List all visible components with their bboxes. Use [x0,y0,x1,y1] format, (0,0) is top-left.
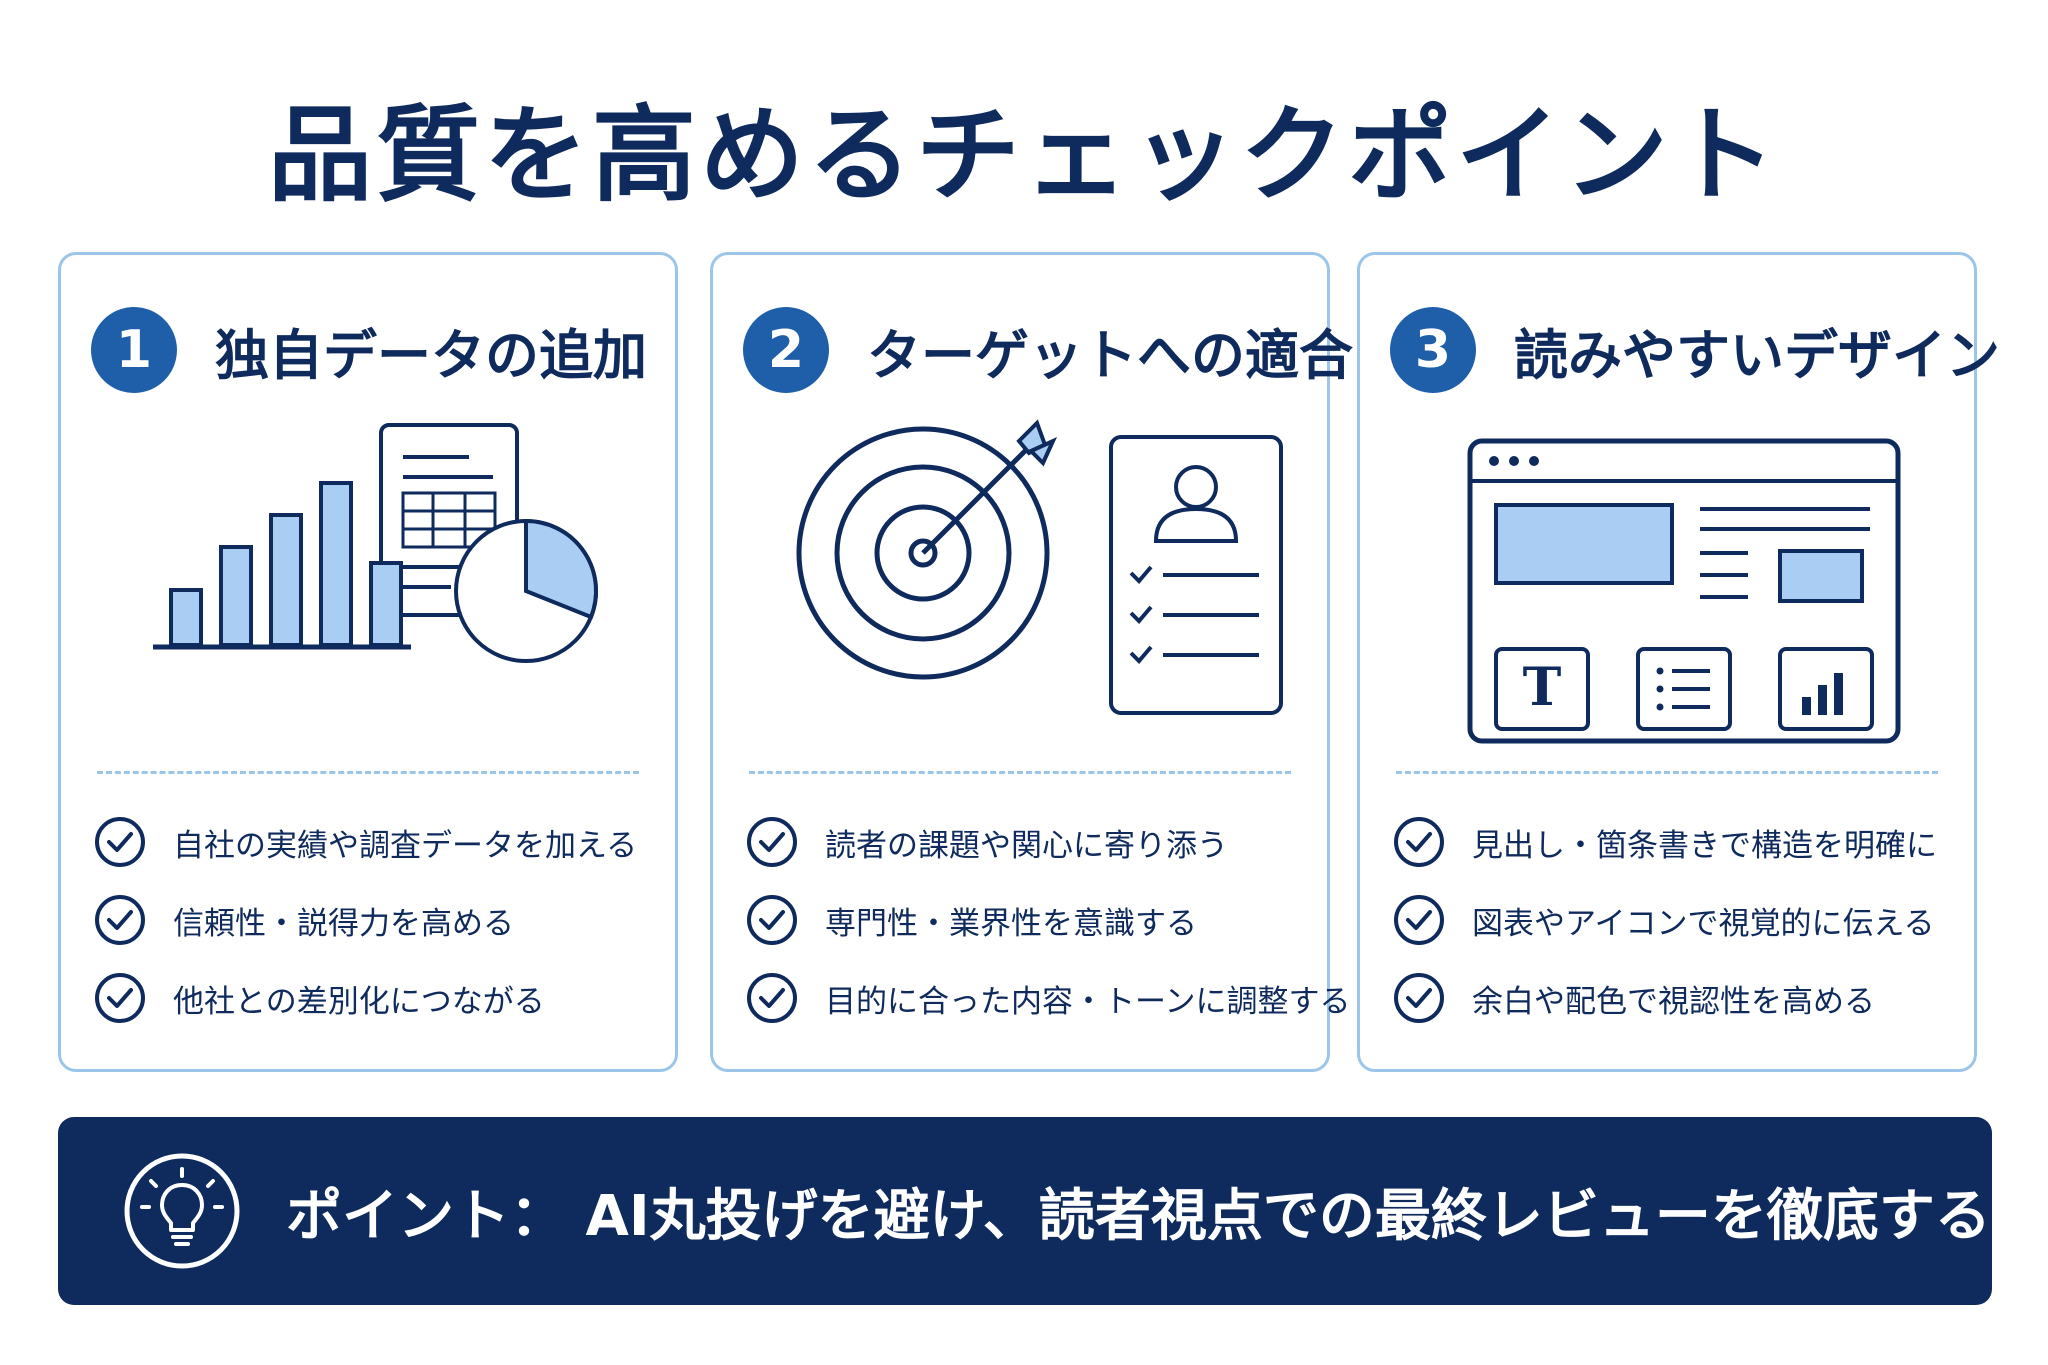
checklist: 見出し・箇条書きで構造を明確に 図表やアイコンで視覚的に伝える 余白や配色で視認… [1392,803,1964,1037]
list-item: 信頼性・説得力を高める [93,881,665,959]
list-item-text: 読者の課題や関心に寄り添う [825,827,1228,864]
card-header: 1 独自データの追加 [91,305,647,395]
check-circle-icon [747,817,797,867]
banner-text: ポイント： AI丸投げを避け、読者視点での最終レビューを徹底する [286,1183,1991,1249]
target-persona-checklist-icon [796,419,1283,715]
card-title: 読みやすいデザイン [1514,323,2000,387]
browser-layout-icon: T [1467,438,1901,744]
step-number-badge: 3 [1390,307,1476,393]
check-circle-icon [95,817,145,867]
card-original-data: 1 独自データの追加 自社の実績や調査データを加える 信頼性・説得力を [58,252,678,1072]
list-item: 図表やアイコンで視覚的に伝える [1392,881,1964,959]
dashed-divider [1396,771,1938,774]
list-item-text: 見出し・箇条書きで構造を明確に [1472,827,1937,864]
list-item-text: 自社の実績や調査データを加える [173,827,638,864]
list-item: 目的に合った内容・トーンに調整する [745,959,1350,1037]
list-item-text: 専門性・業界性を意識する [825,905,1197,942]
step-number-badge: 1 [91,307,177,393]
check-circle-icon [95,895,145,945]
checklist: 自社の実績や調査データを加える 信頼性・説得力を高める 他社との差別化につながる [93,803,665,1037]
check-circle-icon [747,895,797,945]
list-item-text: 他社との差別化につながる [173,983,545,1020]
list-item: 余白や配色で視認性を高める [1392,959,1964,1037]
card-header: 3 読みやすいデザイン [1390,305,2000,395]
list-item-text: 図表やアイコンで視覚的に伝える [1472,905,1935,942]
check-circle-icon [95,973,145,1023]
check-circle-icon [1394,973,1444,1023]
bar-chart-document-pie-icon [153,423,599,663]
svg-text:T: T [1523,657,1562,718]
list-item: 見出し・箇条書きで構造を明確に [1392,803,1964,881]
page-title: 品質を高めるチェックポイント [267,94,1780,216]
step-number-badge: 2 [743,307,829,393]
list-item-text: 余白や配色で視認性を高める [1472,983,1875,1020]
checklist: 読者の課題や関心に寄り添う 専門性・業界性を意識する 目的に合った内容・トーンに… [745,803,1350,1037]
dashed-divider [749,771,1291,774]
lightbulb-icon [124,1153,240,1269]
list-item-text: 目的に合った内容・トーンに調整する [825,983,1351,1020]
list-item: 読者の課題や関心に寄り添う [745,803,1317,881]
dashed-divider [97,771,639,774]
key-point-banner: ポイント： AI丸投げを避け、読者視点での最終レビューを徹底する [58,1117,1992,1305]
list-item: 専門性・業界性を意識する [745,881,1317,959]
check-circle-icon [1394,817,1444,867]
list-item: 他社との差別化につながる [93,959,665,1037]
card-readable-design: 3 読みやすいデザイン T 見出し・箇条書きで構造を明確に [1357,252,2000,1072]
check-circle-icon [747,973,797,1023]
card-title: 独自データの追加 [215,323,647,387]
card-title: ターゲットへの適合 [867,323,1353,387]
list-item-text: 信頼性・説得力を高める [173,905,514,942]
card-target-fit: 2 ターゲットへの適合 読者の課題や関心に寄り添う 専門性・業界性を意識する [710,252,1353,1072]
check-circle-icon [1394,895,1444,945]
card-header: 2 ターゲットへの適合 [743,305,1353,395]
list-item: 自社の実績や調査データを加える [93,803,665,881]
